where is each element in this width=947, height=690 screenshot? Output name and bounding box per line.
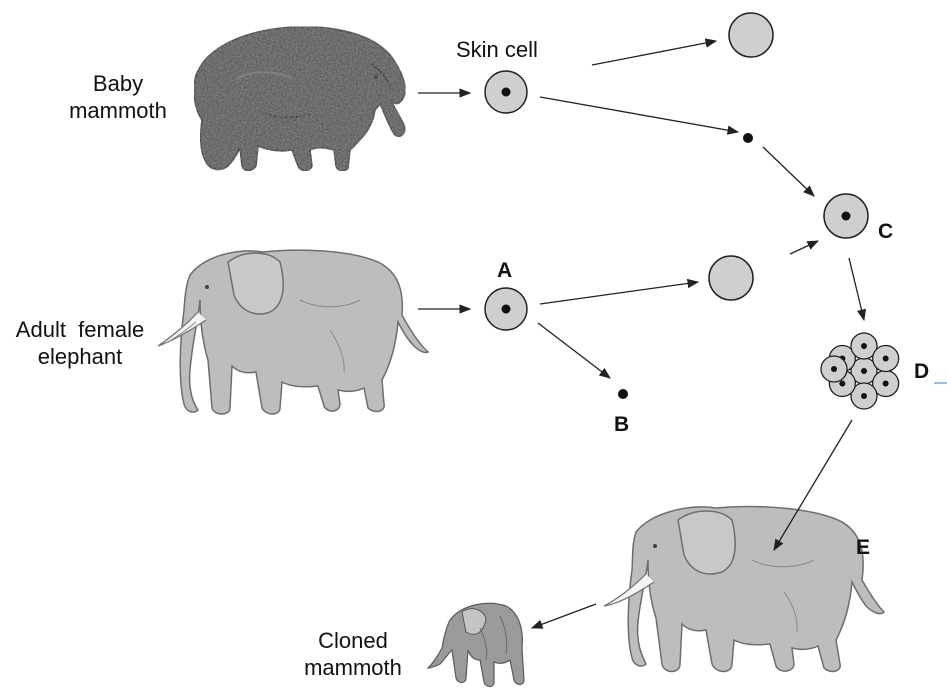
label-baby-mammoth: Baby mammoth — [58, 70, 178, 124]
cloned-mammoth-image — [428, 603, 524, 686]
enucleated-egg-cell — [709, 256, 753, 300]
label-C: C — [878, 220, 893, 244]
arrow-skincell-to-empty-cell — [592, 41, 716, 65]
adult-female-elephant-image — [158, 250, 428, 414]
label-baby-mammoth-line1: Baby — [58, 70, 178, 97]
label-A: A — [497, 259, 512, 283]
label-adult-female-line2: elephant — [6, 343, 154, 370]
label-cloned-mammoth: Cloned mammoth — [298, 627, 408, 681]
arrow-A-to-empty-cell — [540, 282, 698, 304]
label-adult-female-elephant: Adult female elephant — [6, 316, 154, 370]
label-D: D — [914, 360, 929, 384]
arrow-skincell-to-nucleus — [540, 97, 738, 132]
arrow-E-to-clone — [532, 604, 596, 628]
cell-C — [824, 194, 868, 238]
baby-mammoth-image — [194, 27, 405, 171]
skin-cell — [485, 71, 527, 113]
arrow-A-to-B — [538, 323, 610, 378]
surrogate-elephant-image — [604, 507, 884, 672]
label-B: B — [614, 413, 629, 437]
label-adult-female-line1: Adult female — [6, 316, 154, 343]
enucleated-cell-top — [729, 13, 773, 57]
arrow-enucleated-to-C — [790, 241, 818, 254]
nucleus-B — [618, 389, 628, 399]
label-E: E — [856, 536, 870, 560]
label-baby-mammoth-line2: mammoth — [58, 97, 178, 124]
embryo-cell — [873, 346, 899, 372]
embryo-cell — [821, 356, 847, 382]
label-skin-cell: Skin cell — [456, 36, 538, 63]
arrow-C-to-D — [849, 258, 864, 320]
embryo-D — [821, 333, 899, 409]
mammoth-nucleus — [743, 133, 753, 143]
egg-cell-A — [485, 288, 527, 330]
arrow-nucleus-to-C — [763, 147, 814, 196]
label-cloned-line1: Cloned — [298, 627, 408, 654]
label-cloned-line2: mammoth — [298, 654, 408, 681]
